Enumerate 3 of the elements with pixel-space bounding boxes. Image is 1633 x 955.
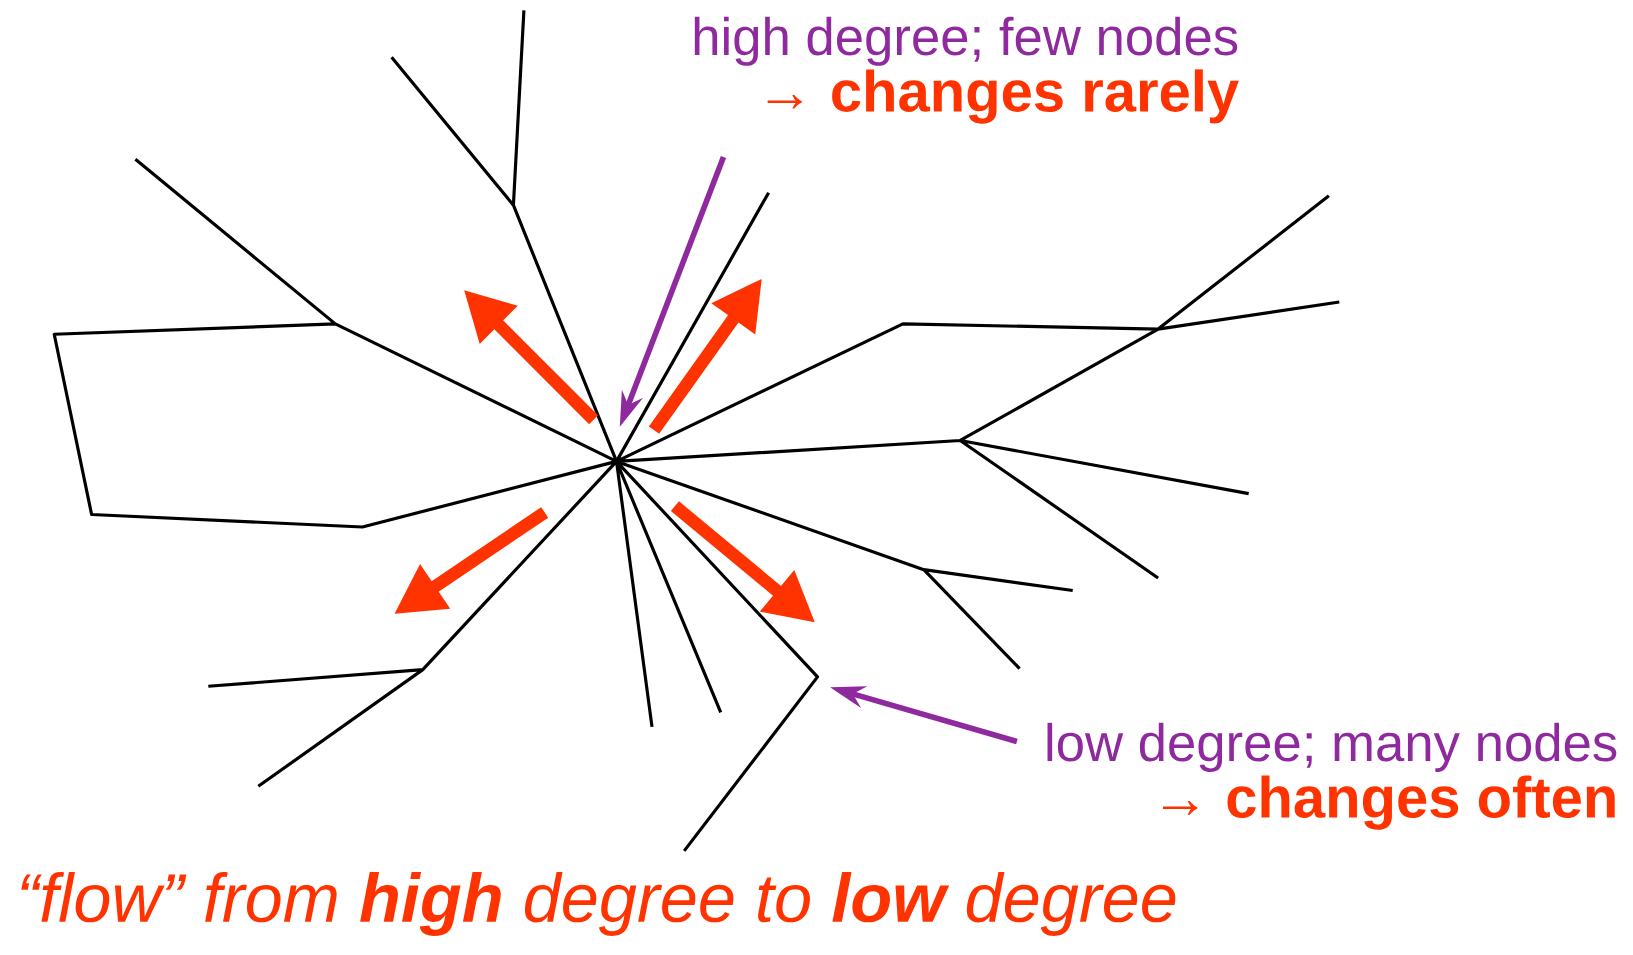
annotation-text: low degree; many nodes → changes often [1047, 722, 1617, 830]
caption: “flow” from high degree to low degree [21, 872, 1176, 936]
annotation-text: high degree; few nodes → changes rarely [694, 16, 1239, 124]
